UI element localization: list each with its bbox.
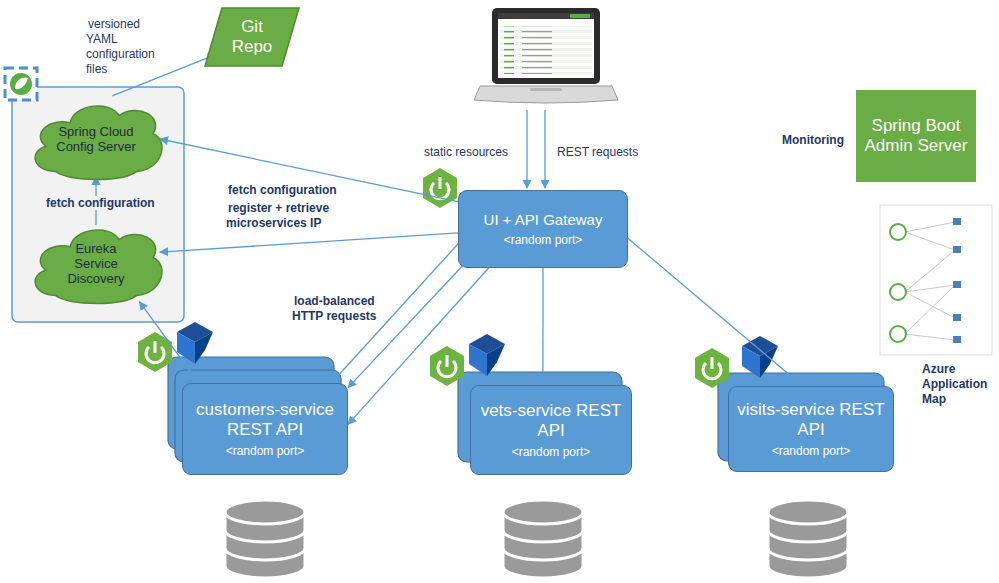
request-label: REST requests xyxy=(557,145,638,159)
connector xyxy=(348,268,489,424)
node-title: vets-service REST API xyxy=(476,401,626,441)
edge-label-box: versioned YAML configuration files xyxy=(86,17,172,77)
edge-label: fetch configuration xyxy=(226,183,339,197)
service-box: vets-service REST API <random port> xyxy=(470,385,632,475)
service-box: customers-service REST API <random port> xyxy=(182,383,348,475)
node-title: Spring Cloud Config Server xyxy=(53,124,139,154)
request-label-box: static resources xyxy=(424,145,524,160)
gateway-box: UI + API Gateway <random port> xyxy=(458,190,628,268)
request-line xyxy=(526,110,527,188)
spring-boot-icons xyxy=(138,168,729,388)
git-repo: Git Repo xyxy=(205,8,299,66)
request-label-box: REST requests xyxy=(557,145,657,160)
edge-label: register + retrieve microservices IP xyxy=(226,201,329,230)
database-icons xyxy=(225,500,848,578)
connector xyxy=(160,233,458,252)
monitoring-label: Monitoring xyxy=(782,133,844,147)
service-box: visits-service REST API <random port> xyxy=(728,386,894,472)
spring-cloud-icon xyxy=(5,68,37,100)
node-subtitle: <random port> xyxy=(512,445,591,459)
connector xyxy=(160,139,458,202)
request-label: static resources xyxy=(424,145,508,159)
node-title: visits-service REST API xyxy=(733,400,889,440)
azure-app-icons xyxy=(177,322,778,378)
edge-label: versioned YAML configuration files xyxy=(86,17,155,76)
connector xyxy=(140,302,199,383)
request-line xyxy=(544,110,545,188)
node-subtitle: <random port> xyxy=(504,233,583,247)
admin-server-box: Spring Boot Admin Server xyxy=(856,90,976,182)
edge-label: load-balanced HTTP requests xyxy=(292,294,378,323)
platform-panel xyxy=(12,87,184,322)
eureka-cloud: Eureka Service Discovery xyxy=(28,218,164,308)
node-title: customers-service REST API xyxy=(186,400,344,440)
node-title: Spring Boot Admin Server xyxy=(860,116,972,156)
edge-label-box: fetch configuration xyxy=(226,183,366,198)
node-title: UI + API Gateway xyxy=(484,211,603,229)
node-subtitle: <random port> xyxy=(772,444,851,458)
edge-label-box: register + retrieve microservices IP xyxy=(226,201,406,231)
connector xyxy=(628,238,803,386)
node-subtitle: <random port> xyxy=(226,444,305,458)
node-title: Git Repo xyxy=(222,17,282,57)
edge-label-box: load-balanced HTTP requests xyxy=(292,294,392,324)
monitoring-label-box: Monitoring xyxy=(782,133,856,148)
application-map-thumbnail xyxy=(880,205,992,355)
laptop-illustration xyxy=(474,8,618,103)
map-caption: Azure Application Map xyxy=(922,362,987,406)
node-title: Eureka Service Discovery xyxy=(60,241,132,286)
config-server-cloud: Spring Cloud Config Server xyxy=(28,94,164,184)
edge-label-box: fetch configuration xyxy=(44,196,174,211)
connector xyxy=(542,268,543,385)
map-caption-box: Azure Application Map xyxy=(922,362,994,407)
edge-label: fetch configuration xyxy=(44,196,157,210)
